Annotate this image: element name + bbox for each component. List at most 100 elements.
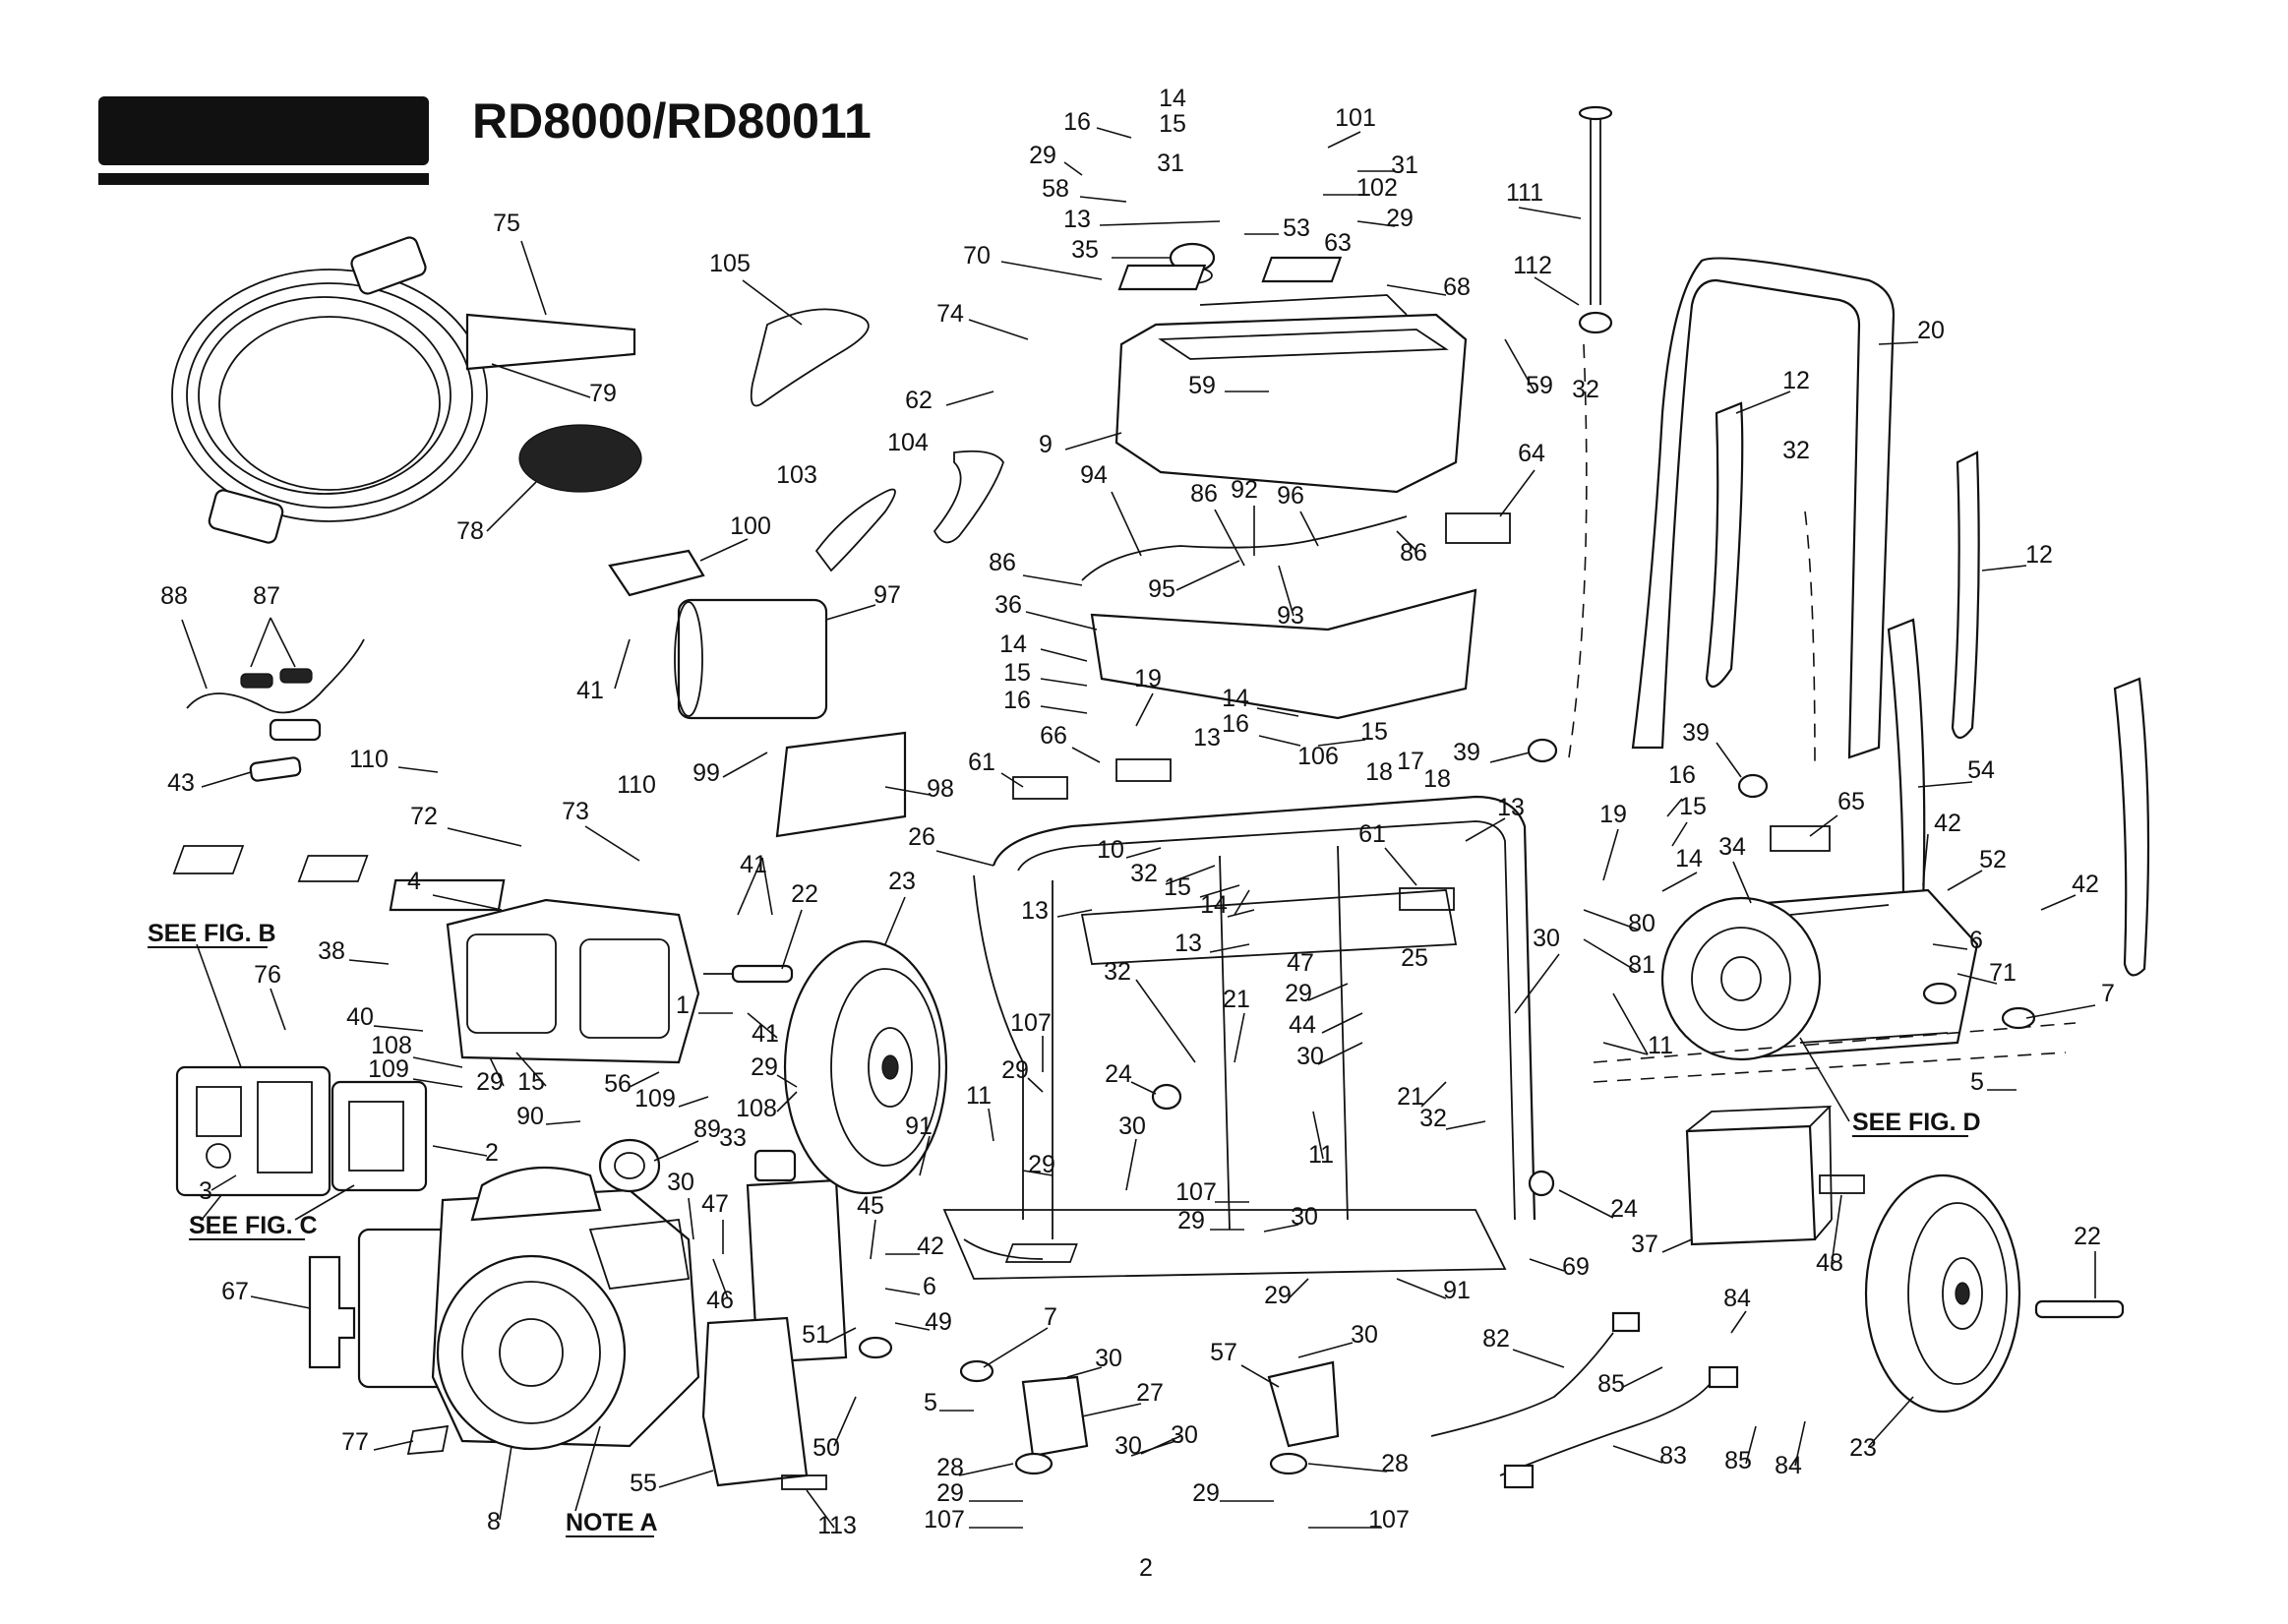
battery-cable-82: [1430, 1332, 1614, 1437]
part-callout-c-34: 34: [1718, 833, 1746, 861]
part-callout-c-70: 70: [963, 242, 991, 270]
part-callout-c-112: 112: [1513, 252, 1552, 279]
part-callout-c-16d: 16: [1668, 761, 1696, 789]
part-callout-c-11b: 11: [966, 1082, 992, 1110]
part-callout-c-14e: 14: [1200, 891, 1228, 919]
part-callout-c-97: 97: [873, 581, 901, 609]
battery-cable-83: [1499, 1381, 1713, 1476]
part-callout-c-27: 27: [1136, 1379, 1164, 1407]
mount-bracket-57: [1267, 1360, 1340, 1448]
part-callout-c-80: 80: [1628, 910, 1656, 937]
part-callout-c-32e: 32: [1419, 1105, 1447, 1132]
fuel-filter-canister: [677, 598, 828, 720]
part-callout-c-36: 36: [994, 591, 1022, 619]
brand-logo-underline: [98, 173, 429, 185]
part-callout-c-106: 106: [1297, 743, 1339, 770]
cord-bundle-strap: [518, 424, 642, 493]
battery: [1685, 1106, 1833, 1246]
part-callout-c-56: 56: [604, 1070, 632, 1098]
outlet-panel: [175, 1065, 428, 1197]
fuel-tank: [1114, 242, 1468, 494]
part-callout-c-96: 96: [1277, 482, 1304, 510]
part-callout-c-7a: 7: [2101, 980, 2115, 1007]
part-callout-c-15d: 15: [1679, 793, 1707, 820]
part-callout-c-16c: 16: [1222, 710, 1249, 738]
part-callout-c-32c: 32: [1130, 860, 1158, 887]
part-callout-c-19b: 19: [1599, 801, 1627, 828]
part-callout-c-44: 44: [1289, 1011, 1316, 1039]
brand-logo-plate: [98, 96, 429, 165]
part-callout-c-78: 78: [456, 517, 484, 545]
part-callout-c-6a: 6: [1969, 927, 1983, 954]
part-callout-c-90: 90: [516, 1103, 544, 1130]
part-callout-c-91b: 91: [1443, 1277, 1471, 1304]
part-callout-c-12b: 12: [2025, 541, 2053, 569]
part-callout-c-93: 93: [1277, 602, 1304, 630]
part-callout-c-30i: 30: [1114, 1432, 1142, 1460]
decal-113: [781, 1474, 827, 1490]
part-callout-c-108b: 108: [736, 1095, 777, 1122]
part-callout-c-22a: 22: [791, 880, 818, 908]
part-callout-c-47b: 47: [701, 1190, 729, 1218]
part-callout-c-67: 67: [221, 1278, 249, 1305]
part-callout-c-29c: 29: [1285, 980, 1312, 1007]
part-callout-c-110b: 110: [617, 771, 656, 799]
part-callout-c-100: 100: [730, 512, 771, 540]
part-callout-c-63: 63: [1324, 229, 1352, 257]
part-callout-c-99: 99: [692, 759, 720, 787]
part-callout-c-13b: 13: [1193, 724, 1221, 752]
part-callout-c-8: 8: [487, 1508, 501, 1535]
part-callout-c-86b: 86: [1400, 539, 1427, 567]
part-callout-c-29b: 29: [1386, 205, 1414, 232]
brand-logo: RIDGID: [98, 90, 429, 185]
part-callout-c-54: 54: [1967, 756, 1995, 784]
part-callout-c-107b: 107: [1175, 1178, 1217, 1206]
part-callout-c-28a: 28: [936, 1454, 964, 1481]
part-callout-c-13e: 13: [1174, 930, 1202, 957]
part-callout-c-30f: 30: [1351, 1321, 1378, 1349]
part-callout-c-107d: 107: [1368, 1506, 1410, 1534]
wheel-left: [783, 939, 948, 1195]
part-callout-c-20: 20: [1917, 317, 1945, 344]
part-callout-c-30d: 30: [667, 1169, 694, 1196]
fuel-hose-103: [814, 488, 896, 572]
part-callout-c-11a: 11: [1648, 1032, 1673, 1059]
part-callout-c-105: 105: [709, 250, 751, 277]
part-callout-c-98: 98: [927, 775, 954, 803]
axle-22b: [2034, 1299, 2125, 1319]
handle-grip-right: [1951, 451, 1980, 740]
part-callout-c-45: 45: [857, 1192, 884, 1220]
part-callout-c-40: 40: [346, 1003, 374, 1031]
wheel-right: [1864, 1173, 2021, 1413]
part-callout-c-17: 17: [1397, 748, 1424, 775]
part-callout-c-88: 88: [160, 582, 188, 610]
part-callout-c-79: 79: [589, 380, 617, 407]
part-callout-c-59a: 59: [1188, 372, 1216, 399]
engine-flywheel-shroud: [436, 1254, 627, 1451]
part-callout-c-72: 72: [410, 803, 438, 830]
part-callout-c-109a: 109: [368, 1055, 409, 1083]
part-callout-c-59b: 59: [1526, 372, 1553, 399]
part-callout-c-15b: 15: [1003, 659, 1031, 687]
part-callout-c-14d: 14: [1675, 845, 1703, 872]
part-callout-c-49: 49: [925, 1308, 952, 1336]
figure-references: SEE FIG. B SEE FIG. C SEE FIG. D NOTE A: [148, 920, 1981, 1537]
part-callout-c-13c: 13: [1497, 794, 1525, 821]
part-callout-c-81: 81: [1628, 951, 1656, 979]
part-callout-c-29a: 29: [1029, 142, 1056, 169]
part-callout-c-91a: 91: [905, 1113, 933, 1140]
part-callout-c-83: 83: [1659, 1442, 1687, 1470]
part-callout-c-15e: 15: [1164, 873, 1191, 901]
axle-22: [731, 964, 794, 984]
part-callout-c-94: 94: [1080, 461, 1108, 489]
muffler-heat-shield: [701, 1316, 809, 1487]
part-callout-c-38: 38: [318, 937, 345, 965]
part-callout-c-43: 43: [167, 769, 195, 797]
part-callout-c-68: 68: [1443, 273, 1471, 301]
part-callout-c-32b: 32: [1782, 437, 1810, 464]
part-callout-c-29j: 29: [936, 1479, 964, 1507]
part-callout-c-53: 53: [1283, 214, 1310, 242]
leader-lines: [181, 127, 2096, 1529]
part-callout-c-76: 76: [254, 961, 281, 989]
part-callout-c-23a: 23: [888, 868, 916, 895]
